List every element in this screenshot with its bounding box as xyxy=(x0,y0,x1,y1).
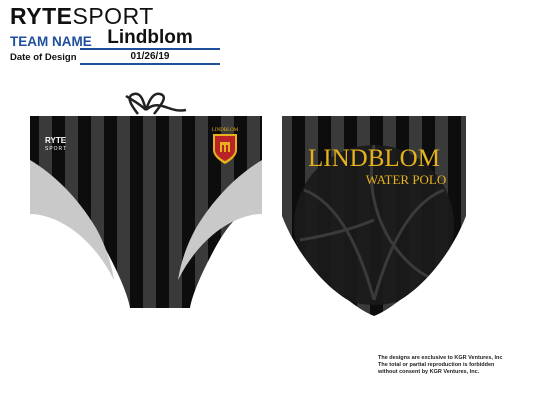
disclaimer: The designs are exclusive to KGR Venture… xyxy=(378,355,528,376)
back-subtitle: WATER POLO xyxy=(366,172,447,187)
disclaimer-line-1: The designs are exclusive to KGR Venture… xyxy=(378,355,503,361)
drawstring-tails xyxy=(125,94,187,112)
water-polo-ball-icon xyxy=(294,144,454,305)
team-name-underline xyxy=(80,48,220,50)
team-name-label: TEAM NAME xyxy=(10,34,92,49)
brand-logo: RYTESPORT xyxy=(10,3,154,30)
brand-light: SPORT xyxy=(72,3,154,29)
brand-bold: RYTE xyxy=(10,3,73,29)
crest-text: LINDBLOM xyxy=(212,128,239,133)
front-logo-bottom: SPORT xyxy=(45,146,67,152)
crest-icon xyxy=(213,134,237,164)
front-suit: RYTE SPORT LINDBLOM xyxy=(30,92,262,308)
front-suit-body xyxy=(30,116,262,308)
team-name-value: Lindblom xyxy=(107,27,193,48)
front-right-lining xyxy=(178,160,262,280)
disclaimer-line-3: without consent by KGR Ventures, Inc. xyxy=(378,369,480,375)
back-title: LINDBLOM xyxy=(308,145,440,172)
date-value: 01/26/19 xyxy=(130,51,170,62)
date-underline xyxy=(80,63,220,65)
back-suit: LINDBLOM WATER POLO xyxy=(282,116,466,316)
disclaimer-line-2: The total or partial reproduction is for… xyxy=(378,362,495,368)
date-label: Date of Design xyxy=(10,52,77,63)
front-left-lining xyxy=(30,160,114,280)
drawstring xyxy=(128,92,165,115)
front-logo-top: RYTE xyxy=(45,136,67,145)
